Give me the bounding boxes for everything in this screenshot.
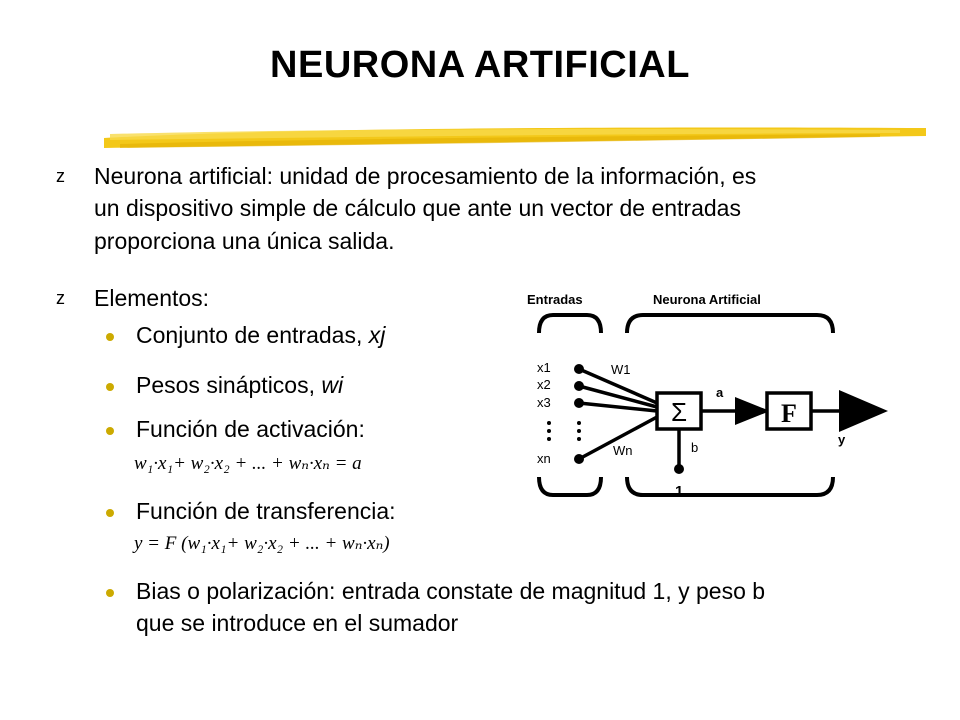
bullet-marker: z (56, 166, 65, 186)
sub-bullet-dot (106, 333, 114, 341)
neurona-label: Neurona Artificial (653, 292, 761, 307)
transfer-function-symbol: F (781, 399, 797, 428)
neuron-diagram: Entradas Neurona Artificial x1 x2 x3 xn (527, 292, 888, 500)
slide-title: NEURONA ARTIFICIAL (270, 44, 690, 86)
entradas-bottom-brace (537, 476, 603, 497)
sub-bullet-dot (106, 589, 114, 597)
weight-label-wn: Wn (613, 443, 633, 458)
definition-line-3: proporciona una única salida. (94, 228, 395, 254)
bias-node (674, 464, 684, 474)
activation-label: Función de activación: (136, 416, 365, 442)
sub-bullet-dot (106, 427, 114, 435)
output-label: y (838, 432, 846, 447)
sub-bullet-dot (106, 509, 114, 517)
bias-input-label: 1 (675, 483, 683, 500)
transfer-formula: y = F (w₁·x₁+ w₂·x₂ + ... + wₙ·xₙ) (134, 533, 390, 554)
bias-line-2: que se introduce en el sumador (136, 610, 459, 636)
definition-line-1: Neurona artificial: unidad de procesamie… (94, 163, 757, 189)
bullet-marker: z (56, 288, 65, 308)
bias-line-1: Bias o polarización: entrada constate de… (136, 578, 766, 604)
neurona-top-brace (625, 313, 835, 334)
title-underline-stroke (104, 127, 926, 148)
input-ellipsis-right (577, 421, 581, 441)
input-label-x3: x3 (537, 395, 551, 410)
weights-symbol: wi (321, 372, 344, 398)
transfer-label: Función de transferencia: (136, 498, 396, 524)
bias-label: b (691, 440, 698, 455)
inputs-label: Conjunto de entradas, (136, 322, 369, 348)
definition-line-2: un dispositivo simple de cálculo que ant… (94, 195, 741, 221)
neurona-bottom-brace (625, 476, 835, 497)
summation-symbol: Σ (671, 397, 687, 427)
transfer-function-box (765, 391, 813, 431)
entradas-label: Entradas (527, 292, 583, 307)
a-label: a (716, 385, 724, 400)
activation-formula: w₁·x₁+ w₂·x₂ + ... + wₙ·xₙ = a (134, 453, 362, 474)
weights-label: Pesos sinápticos, (136, 372, 322, 398)
input-nodes (574, 364, 584, 464)
weight-label-w1: W1 (611, 362, 631, 377)
input-label-xn: xn (537, 451, 551, 466)
entradas-top-brace (537, 313, 603, 334)
elements-label: Elementos: (94, 285, 210, 311)
sub-bullet-dot (106, 383, 114, 391)
inputs-symbol: xj (368, 322, 386, 348)
input-ellipsis-left (547, 421, 551, 441)
input-label-x1: x1 (537, 360, 551, 375)
input-label-x2: x2 (537, 377, 551, 392)
weight-connections (578, 367, 658, 461)
